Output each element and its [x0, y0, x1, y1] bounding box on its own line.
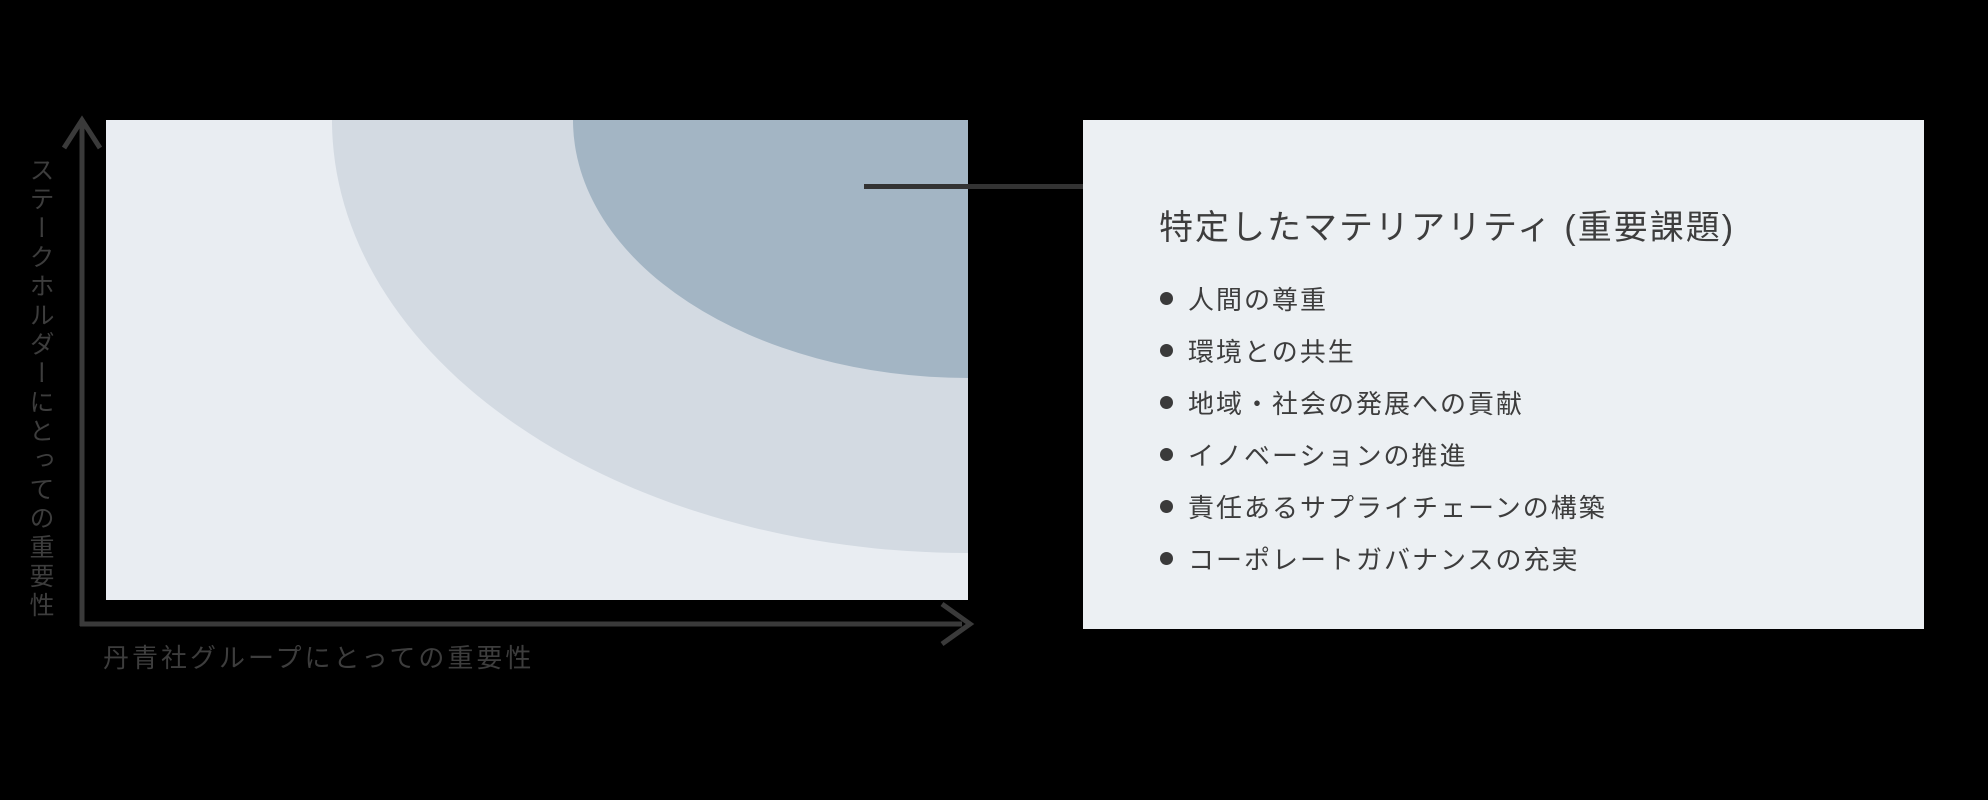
connector-line: [864, 184, 1083, 189]
list-item: コーポレートガバナンスの充実: [1160, 532, 1607, 584]
list-item: 責任あるサプライチェーンの構築: [1160, 480, 1607, 532]
list-item: 地域・社会の発展への貢献: [1160, 376, 1607, 428]
list-item-label: 人間の尊重: [1188, 284, 1329, 315]
list-item-label: イノベーションの推進: [1188, 440, 1468, 471]
materiality-panel: 特定したマテリアリティ (重要課題) 人間の尊重 環境との共生 地域・社会の発展…: [1083, 120, 1924, 629]
y-axis-arrowhead-icon: [61, 115, 103, 150]
list-item: イノベーションの推進: [1160, 428, 1607, 480]
list-item: 人間の尊重: [1160, 272, 1607, 324]
bullet-icon: [1160, 291, 1173, 305]
list-item-label: コーポレートガバナンスの充実: [1188, 544, 1580, 575]
materiality-list: 人間の尊重 環境との共生 地域・社会の発展への貢献 イノベーションの推進 責任あ…: [1160, 272, 1607, 584]
list-item-label: 環境との共生: [1188, 336, 1356, 367]
bullet-icon: [1160, 499, 1173, 513]
materiality-matrix-plot: [106, 120, 968, 600]
y-axis-label: ステークホルダーにとっての重要性: [26, 157, 54, 621]
list-item: 環境との共生: [1160, 324, 1607, 376]
x-axis-label: 丹青社グループにとっての重要性: [103, 643, 535, 673]
x-axis-arrowhead-icon: [940, 601, 975, 647]
list-item-label: 地域・社会の発展への貢献: [1188, 388, 1525, 419]
bullet-icon: [1160, 395, 1173, 409]
panel-title: 特定したマテリアリティ (重要課題): [1159, 209, 1736, 247]
list-item-label: 責任あるサプライチェーンの構築: [1188, 492, 1607, 523]
bullet-icon: [1160, 447, 1173, 461]
bullet-icon: [1160, 343, 1173, 357]
bullet-icon: [1160, 551, 1173, 565]
